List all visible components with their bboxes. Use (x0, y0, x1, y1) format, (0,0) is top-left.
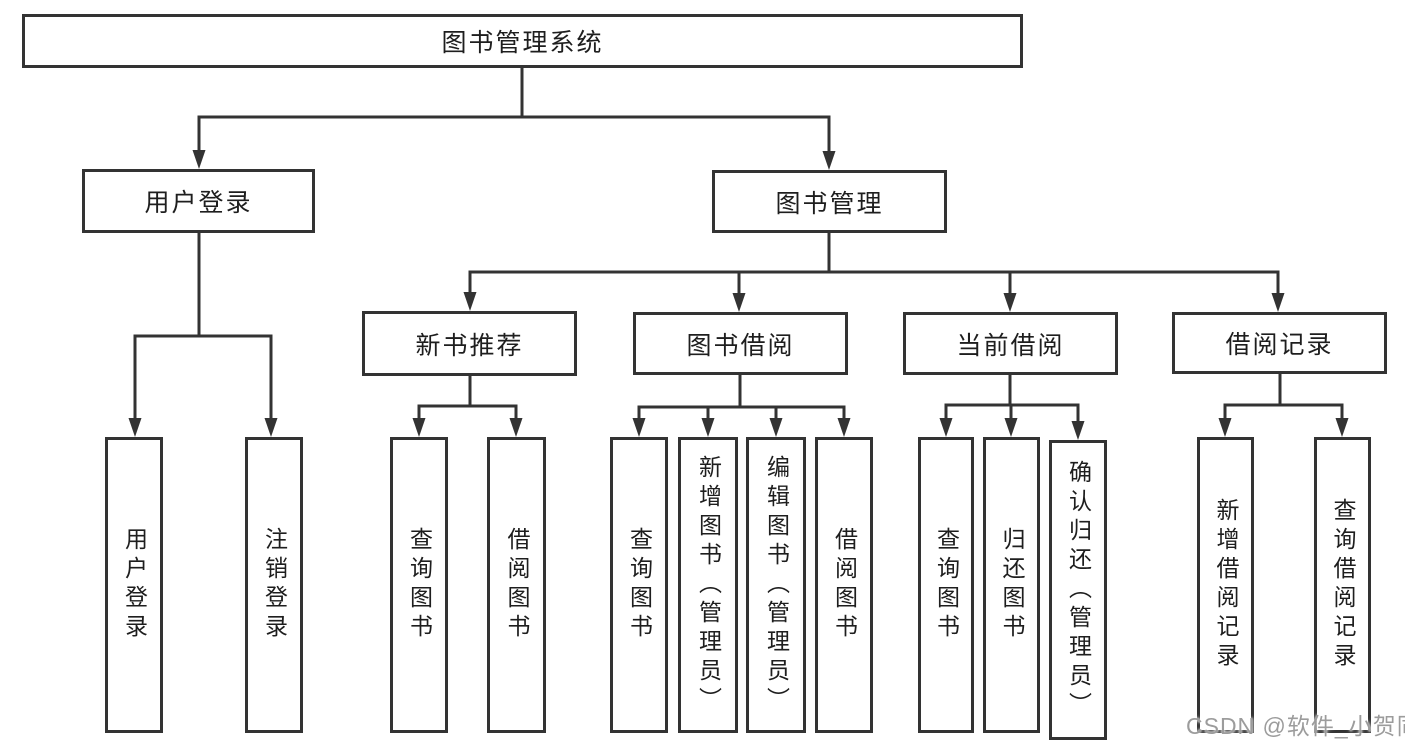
arrowhead (264, 418, 278, 437)
node-current-borrowing: 当前借阅 (903, 312, 1118, 375)
leaf-current-query-books: 查询图书 (918, 437, 974, 733)
arrowhead (632, 418, 646, 437)
arrowhead (463, 292, 477, 311)
node-book-management: 图书管理 (712, 170, 947, 233)
leaf-records-add-record: 新增借阅记录 (1197, 437, 1254, 733)
leaf-borrowing-borrow-books: 借阅图书 (815, 437, 873, 733)
arrowhead (1271, 293, 1285, 312)
arrowhead (192, 150, 206, 169)
arrowhead (1004, 418, 1018, 437)
arrowhead (769, 418, 783, 437)
leaf-borrowing-query-books: 查询图书 (610, 437, 668, 733)
arrowhead (822, 151, 836, 170)
arrowhead (1335, 418, 1349, 437)
leaf-borrowing-edit-books: 编辑图书（管理员） (746, 437, 806, 733)
csdn-watermark: CSDN @软件_小贺同学 (1186, 713, 1405, 739)
arrowhead (701, 418, 715, 437)
leaf-user-login: 用户登录 (105, 437, 163, 733)
leaf-borrowing-add-books: 新增图书（管理员） (678, 437, 738, 733)
leaf-recommend-query-books: 查询图书 (390, 437, 448, 733)
node-user-login: 用户登录 (82, 169, 315, 233)
leaf-logout: 注销登录 (245, 437, 303, 733)
node-book-borrowing: 图书借阅 (633, 312, 848, 375)
arrowhead (1218, 418, 1232, 437)
leaf-current-confirm-return: 确认归还（管理员） (1049, 440, 1107, 740)
arrowhead (1071, 421, 1085, 440)
node-new-book-recommend: 新书推荐 (362, 311, 577, 376)
leaf-current-return-books: 归还图书 (983, 437, 1040, 733)
arrowhead (412, 418, 426, 437)
node-root: 图书管理系统 (22, 14, 1023, 68)
arrowhead (509, 418, 523, 437)
arrowhead (1003, 293, 1017, 312)
node-borrowing-records: 借阅记录 (1172, 312, 1387, 374)
arrowhead (837, 418, 851, 437)
arrowhead (939, 418, 953, 437)
leaf-recommend-borrow-books: 借阅图书 (487, 437, 546, 733)
arrowhead (732, 293, 746, 312)
leaf-records-query-record: 查询借阅记录 (1314, 437, 1371, 733)
arrowhead (128, 418, 142, 437)
